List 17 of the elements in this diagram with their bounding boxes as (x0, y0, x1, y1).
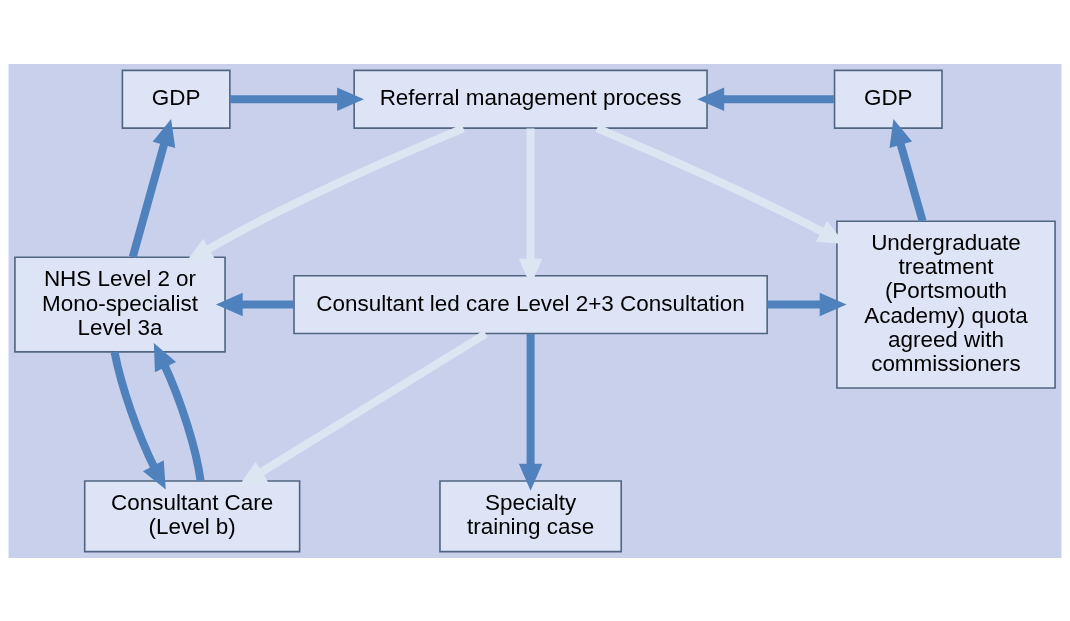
node-box: Consultant led care Level 2+3 Consultation (293, 274, 768, 334)
arrow (230, 87, 364, 111)
arrow (697, 87, 834, 111)
node-box: Referral management process (353, 69, 708, 129)
arrow (153, 342, 205, 481)
node-box: Consultant Care (Level b) (83, 479, 301, 552)
node-box: GDP (121, 69, 231, 129)
arrow (518, 333, 543, 491)
node-box: Undergraduate treatment (Portsmouth Academy) quota agreed with commissioners (836, 219, 1056, 389)
arrow (889, 118, 927, 222)
arrow (215, 292, 294, 316)
arrow (128, 118, 176, 258)
node-box: NHS Level 2 or Mono-specialist Level 3a (14, 255, 226, 353)
arrow (110, 350, 166, 490)
node-box: GDP (833, 69, 943, 129)
node-box: Specialty training case (439, 479, 622, 552)
arrow (767, 292, 847, 316)
